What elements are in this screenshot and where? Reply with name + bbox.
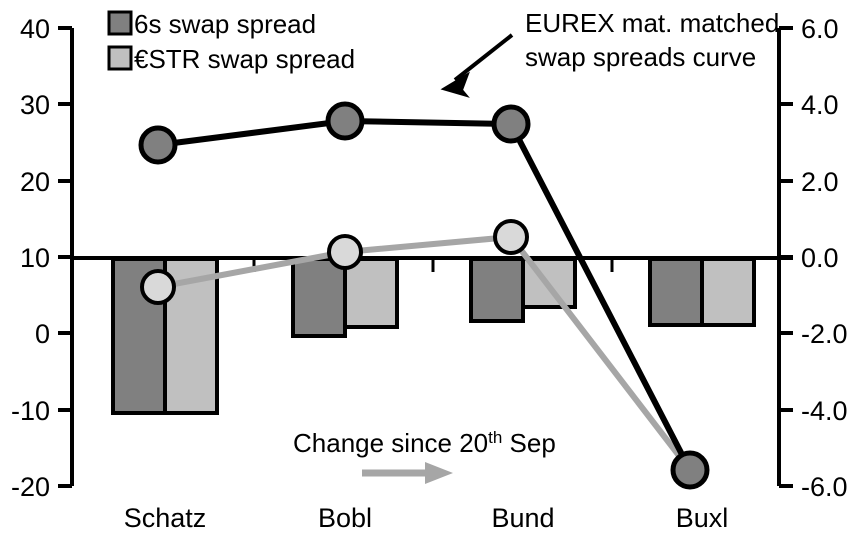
legend: 6s swap spread €STR swap spread: [107, 9, 355, 74]
bar-6s-bobl: [291, 257, 347, 338]
eurex-marker-buxl: [670, 450, 710, 490]
eurex-curve-polyline: [157, 117, 693, 472]
change-since-annotation: Change since 20th Sep: [293, 428, 556, 484]
left-axis-tick-label: 40: [20, 14, 50, 44]
change-since-text-sup: th: [488, 428, 502, 447]
legend-label-6s: 6s swap spread: [134, 9, 316, 39]
left-axis-tick-label: 0: [35, 319, 50, 349]
left-axis-tick-label: -20: [11, 472, 50, 502]
bar-6s-bund: [469, 257, 525, 323]
left-axis: 40 30 20 10 0 -10 -20: [11, 14, 74, 502]
legend-swatch-6s: [107, 10, 133, 36]
eurex-annotation-arrowhead: [440, 71, 470, 98]
x-axis-labels: Schatz Bobl Bund Buxl: [124, 503, 729, 533]
left-axis-tick-label: 10: [20, 243, 50, 273]
bar-group-bund: [469, 257, 577, 323]
left-axis-tick-label: -10: [11, 396, 50, 426]
change-since-arrowhead: [425, 462, 453, 484]
change-since-marker-schatz: [140, 269, 176, 305]
x-axis-label-bobl: Bobl: [318, 503, 372, 533]
right-axis-tick-label: 0.0: [801, 243, 839, 273]
change-since-annotation-text: Change since 20th Sep: [293, 428, 556, 458]
eurex-annotation-line1: EUREX mat. matched: [525, 8, 779, 38]
change-since-text-main: Change since 20: [293, 428, 488, 458]
right-axis-tick-label: -4.0: [801, 396, 848, 426]
change-since-polyline: [157, 233, 693, 472]
change-since-text-tail: Sep: [502, 428, 556, 458]
left-axis-tick-label: 30: [20, 90, 50, 120]
eurex-marker-bobl: [325, 101, 365, 141]
eurex-marker-bund: [491, 104, 531, 144]
bar-estr-buxl: [700, 257, 756, 327]
bar-6s-buxl: [648, 257, 704, 327]
bar-group-bobl: [291, 257, 399, 338]
eurex-annotation-arrow-shaft: [453, 33, 514, 82]
change-since-marker-bund: [493, 219, 529, 255]
bar-estr-bobl: [343, 257, 399, 329]
eurex-annotation-line2: swap spreads curve: [525, 42, 756, 72]
series-eurex-curve: [138, 101, 710, 490]
eurex-marker-schatz: [138, 125, 178, 165]
legend-swatch-estr: [107, 45, 133, 71]
bar-group-buxl: [648, 257, 756, 327]
eurex-curve-annotation: EUREX mat. matched swap spreads curve: [440, 8, 779, 98]
right-axis-tick-label: 4.0: [801, 90, 839, 120]
right-axis-tick-label: 2.0: [801, 167, 839, 197]
right-axis-tick-label: 6.0: [801, 14, 839, 44]
legend-label-estr: €STR swap spread: [134, 44, 355, 74]
x-axis-label-schatz: Schatz: [124, 503, 207, 533]
series-change-since-line: [140, 219, 693, 472]
x-axis-label-bund: Bund: [491, 503, 554, 533]
change-since-marker-bobl: [327, 234, 363, 270]
right-axis-tick-label: -6.0: [801, 472, 848, 502]
x-axis-label-buxl: Buxl: [676, 503, 729, 533]
left-axis-tick-label: 20: [20, 167, 50, 197]
right-axis-tick-label: -2.0: [801, 319, 848, 349]
